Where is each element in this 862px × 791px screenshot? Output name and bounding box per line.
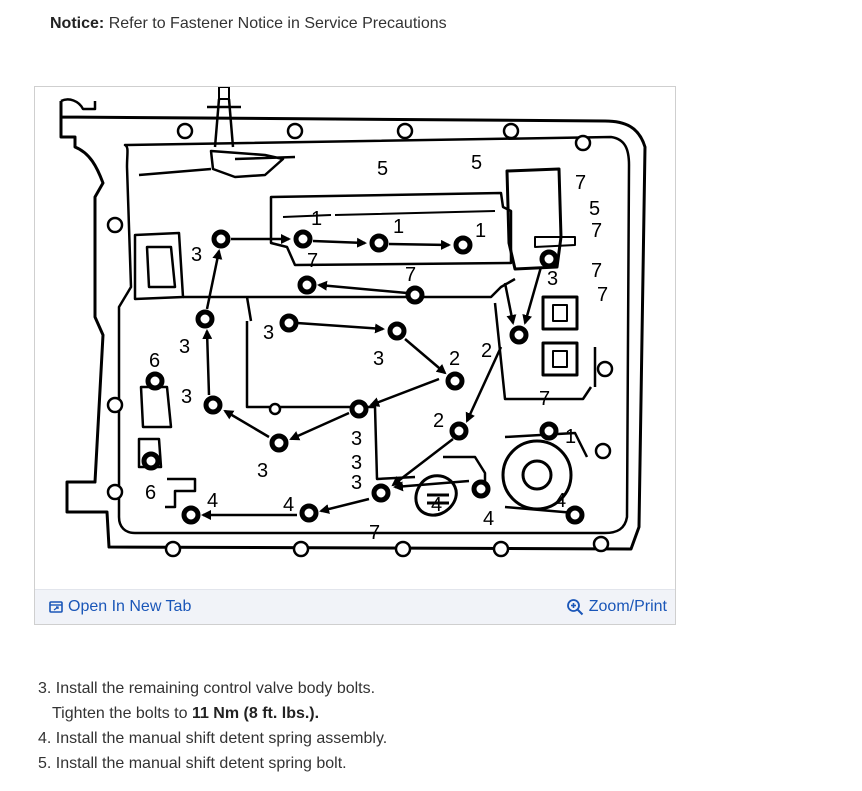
notice: Notice: Refer to Fastener Notice in Serv… [50, 14, 447, 34]
diagram-label: 2 [433, 410, 444, 432]
notice-text: Refer to Fastener Notice in Service Prec… [108, 15, 447, 32]
zoom-in-icon [566, 599, 583, 616]
step-3-torque: Tighten the bolts to 11 Nm (8 ft. lbs.). [38, 701, 387, 726]
figure-toolbar: Open In New Tab Zoom/Print [35, 589, 675, 624]
bolt-markers [141, 229, 585, 525]
diagram-label: 4 [431, 494, 442, 516]
diagram-label: 2 [481, 340, 492, 362]
diagram-label: 4 [483, 508, 494, 530]
open-in-new-tab-link[interactable]: Open In New Tab [49, 598, 191, 616]
diagram-label: 3 [263, 322, 274, 344]
diagram-label: 4 [207, 490, 218, 512]
diagram-label: 2 [449, 348, 460, 370]
diagram-label: 3 [179, 336, 190, 358]
diagram-label: 7 [405, 264, 416, 286]
diagram-label: 5 [471, 152, 482, 174]
diagram-label: 7 [591, 220, 602, 242]
torque-prefix: Tighten the bolts to [52, 705, 192, 722]
diagram-label: 6 [145, 482, 156, 504]
diagram-label: 3 [373, 348, 384, 370]
diagram-label: 3 [257, 460, 268, 482]
diagram-label: 3 [351, 472, 362, 494]
solenoid-block [505, 167, 563, 271]
diagram-label: 7 [597, 284, 608, 306]
valve-body-bolt-diagram: 1 1 1 1 2 2 2 3 3 3 3 3 3 3 3 3 3 4 4 4 … [59, 87, 647, 558]
diagram-label: 3 [547, 268, 558, 290]
diagram-label: 4 [283, 494, 294, 516]
diagram-label: 3 [181, 386, 192, 408]
zoom-print-label: Zoom/Print [588, 598, 667, 615]
sequence-arrows [201, 234, 543, 520]
case-holes [106, 122, 614, 558]
step-4: 4. Install the manual shift detent sprin… [38, 730, 388, 747]
diagram-label: 5 [377, 158, 388, 180]
open-in-new-tab-icon [49, 601, 63, 613]
left-boss [60, 98, 97, 111]
case-outline [59, 101, 647, 551]
step-3: 3. Install the remaining control valve b… [38, 680, 376, 697]
diagram-label: 3 [351, 452, 362, 474]
diagram-label: 1 [565, 426, 576, 448]
connector-upper [541, 295, 579, 331]
detent-lever [138, 149, 296, 179]
diagram-label: 5 [589, 198, 600, 220]
diagram-label: 7 [591, 260, 602, 282]
coil-harness [414, 474, 458, 517]
diagram-figure: 1 1 1 1 2 2 2 3 3 3 3 3 3 3 3 3 3 4 4 4 … [34, 86, 676, 625]
diagram-label: 7 [539, 388, 550, 410]
gasket-outline [117, 135, 631, 535]
torque-value: 11 Nm (8 ft. lbs.). [191, 705, 320, 722]
diagram-label: 6 [149, 350, 160, 372]
procedure-steps: 3. Install the remaining control valve b… [38, 676, 387, 776]
manual-shaft [218, 87, 230, 100]
diagram-label: 7 [575, 172, 586, 194]
diagram-label: 7 [307, 250, 318, 272]
step-5: 5. Install the manual shift detent sprin… [38, 755, 347, 772]
open-in-new-tab-label: Open In New Tab [68, 598, 192, 615]
diagram-label: 3 [191, 244, 202, 266]
bolt-number-labels: 1 1 1 1 2 2 2 3 3 3 3 3 3 3 3 3 3 4 4 4 … [145, 152, 608, 544]
notice-label: Notice: [50, 15, 105, 32]
diagram-label: 1 [475, 220, 486, 242]
diagram-label: 1 [393, 216, 404, 238]
diagram-label: 4 [555, 490, 566, 512]
diagram-label: 7 [369, 522, 380, 544]
diagram-label: 1 [311, 208, 322, 230]
diagram-label: 3 [351, 428, 362, 450]
connector-lower [541, 341, 579, 377]
zoom-print-link[interactable]: Zoom/Print [566, 598, 667, 616]
